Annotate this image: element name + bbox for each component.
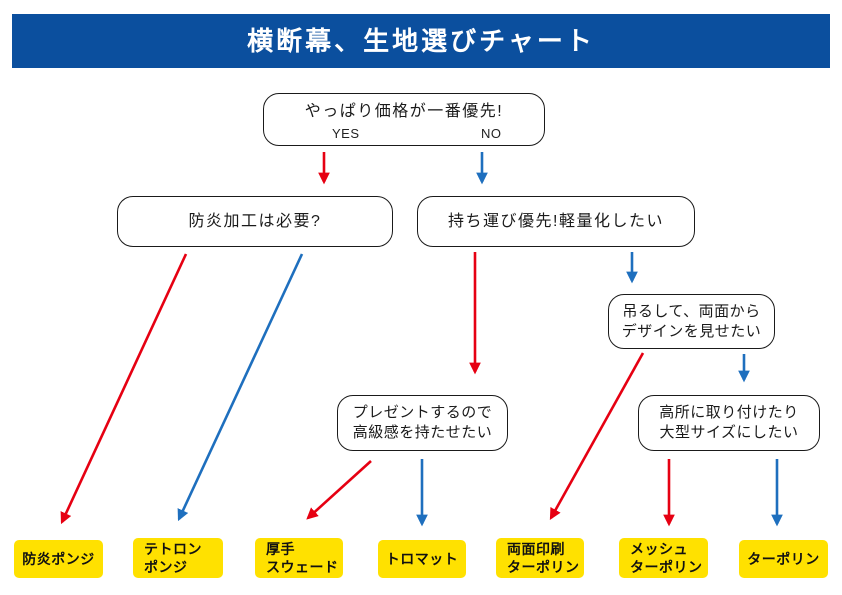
arrow-flameproof-to-tetron-pongee-blue: [177, 253, 304, 522]
node-price-question: やっぱり価格が一番優先!: [263, 93, 545, 146]
present-line2: 高級感を持たせたい: [352, 424, 493, 441]
price-question-text: やっぱり価格が一番優先!: [304, 103, 504, 120]
arrow-flameproof-to-flame-resistant-pongee-red: [60, 253, 188, 525]
hang-line1: 吊るして、両面から: [622, 302, 761, 320]
result-thick-suede: 厚手 スウェード: [255, 538, 343, 578]
arrow-present-to-thick-suede-red: [306, 460, 372, 520]
node-present-luxury: プレゼントするので 高級感を持たせたい: [337, 395, 508, 451]
high-line1: 高所に取り付けたり: [659, 404, 799, 421]
node-flameproof-question: 防炎加工は必要?: [117, 196, 393, 247]
result-tarpaulin: ターポリン: [739, 540, 828, 578]
page-title: 横断幕、生地選びチャート: [12, 14, 830, 68]
present-line1: プレゼントするので: [352, 404, 493, 421]
high-line2: 大型サイズにしたい: [659, 424, 799, 441]
arrow-hang-to-double-sided-tarpaulin-red: [549, 352, 645, 521]
yes-label: YES: [332, 126, 360, 141]
node-portability-question: 持ち運び優先!軽量化したい: [417, 196, 695, 247]
result-mesh-tarpaulin: メッシュ ターポリン: [619, 538, 708, 578]
result-flame-resistant-pongee: 防炎ポンジ: [14, 540, 103, 578]
hang-line2: デザインを見せたい: [621, 322, 762, 340]
node-hang-double-sided: 吊るして、両面から デザインを見せたい: [608, 294, 775, 349]
result-tromat: トロマット: [378, 540, 466, 578]
result-double-sided-tarpaulin: 両面印刷 ターポリン: [496, 538, 584, 578]
node-high-place-large: 高所に取り付けたり 大型サイズにしたい: [638, 395, 820, 451]
no-label: NO: [481, 126, 502, 141]
result-tetron-pongee: テトロン ポンジ: [133, 538, 223, 578]
portability-question-text: 持ち運び優先!軽量化したい: [448, 212, 664, 230]
flameproof-question-text: 防炎加工は必要?: [188, 212, 322, 230]
